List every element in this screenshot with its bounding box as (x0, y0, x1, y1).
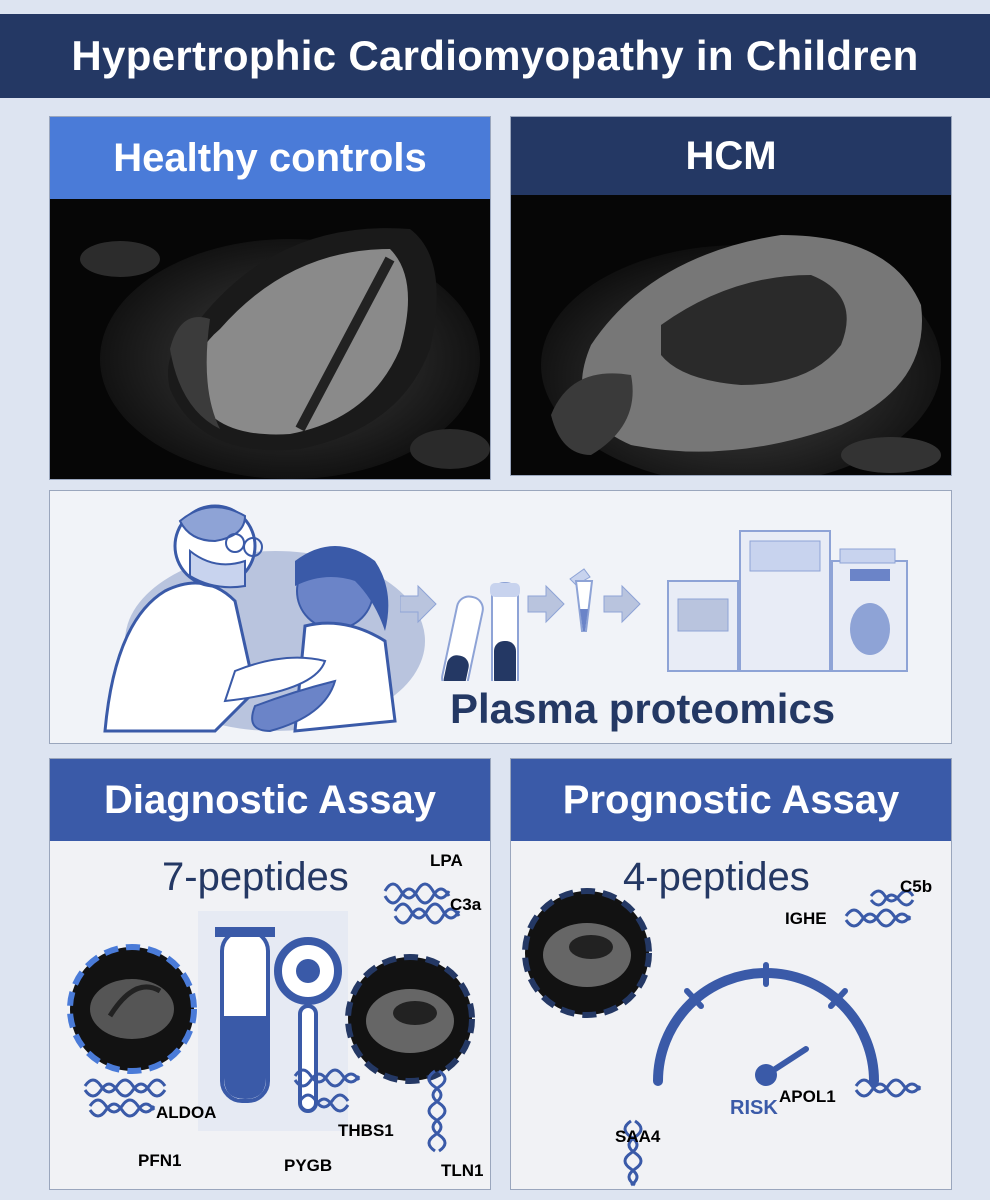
diagnostic-peptides-label: 7-peptides (162, 855, 349, 899)
protein-label-apol1: APOL1 (779, 1087, 836, 1106)
protein-label-c3a: C3a (450, 895, 482, 914)
protein-label-lpa: LPA (430, 851, 463, 870)
protein-label-aldoa: ALDOA (156, 1103, 217, 1122)
mass-spectrometer-illustration (667, 530, 908, 672)
hcm-panel: HCM (510, 116, 952, 476)
protein-label-thbs1: THBS1 (338, 1121, 394, 1140)
diagnostic-illustration (67, 882, 475, 1153)
diagnostic-assay-panel: Diagnostic Assay 7-peptides (49, 758, 491, 1190)
prognostic-illustration (522, 888, 922, 1187)
healthy-heart-mri-image (50, 199, 490, 479)
plasma-proteomics-label: Plasma proteomics (450, 685, 836, 732)
page-title: Hypertrophic Cardiomyopathy in Children (0, 14, 990, 98)
blood-draw-illustration (103, 504, 425, 733)
diagnostic-assay-header: Diagnostic Assay (50, 759, 490, 841)
protein-label-pfn1: PFN1 (138, 1151, 182, 1170)
plasma-proteomics-panel: Plasma proteomics (49, 490, 952, 744)
protein-label-ighe: IGHE (785, 909, 827, 928)
hcm-header: HCM (511, 117, 951, 195)
risk-label: RISK (730, 1097, 778, 1119)
prognostic-peptides-label: 4-peptides (623, 855, 810, 899)
protein-label-pygb: PYGB (284, 1156, 333, 1175)
healthy-controls-panel: Healthy controls (49, 116, 491, 480)
sample-processing-flow (400, 568, 641, 681)
protein-label-c5b: C5b (900, 877, 933, 896)
hcm-heart-mri-image (511, 195, 951, 475)
prognostic-assay-header: Prognostic Assay (511, 759, 951, 841)
prognostic-assay-panel: Prognostic Assay 4-peptides RISK (510, 758, 952, 1190)
protein-label-saa4: SAA4 (615, 1127, 661, 1146)
protein-label-tln1: TLN1 (441, 1161, 484, 1180)
healthy-controls-header: Healthy controls (50, 117, 490, 199)
